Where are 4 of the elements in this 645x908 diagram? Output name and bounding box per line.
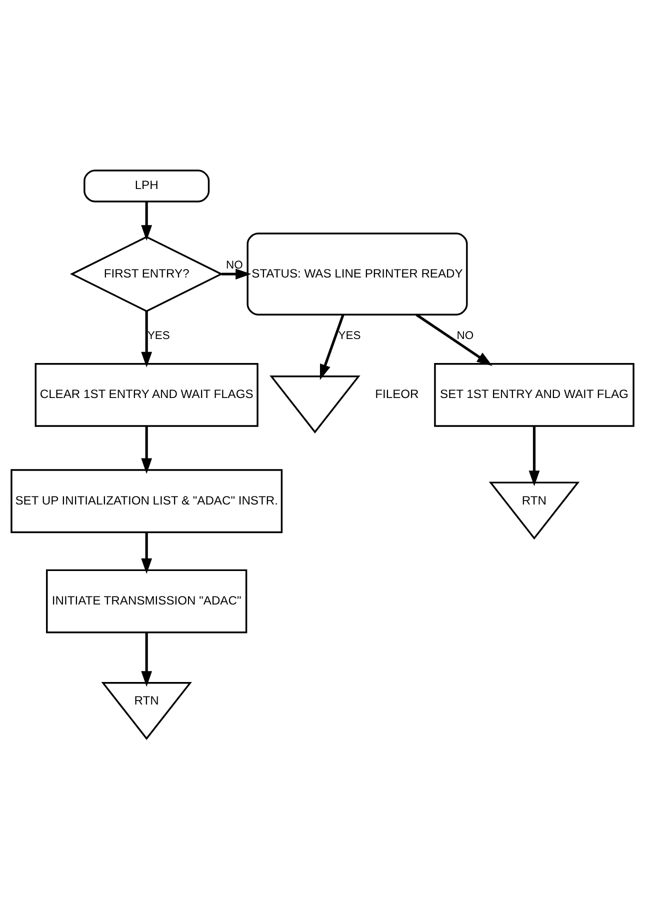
node-label: FILEOR	[375, 386, 419, 401]
edge-label: YES	[338, 330, 361, 342]
edge-label: NO	[456, 330, 474, 342]
edge-label: NO	[226, 258, 243, 271]
